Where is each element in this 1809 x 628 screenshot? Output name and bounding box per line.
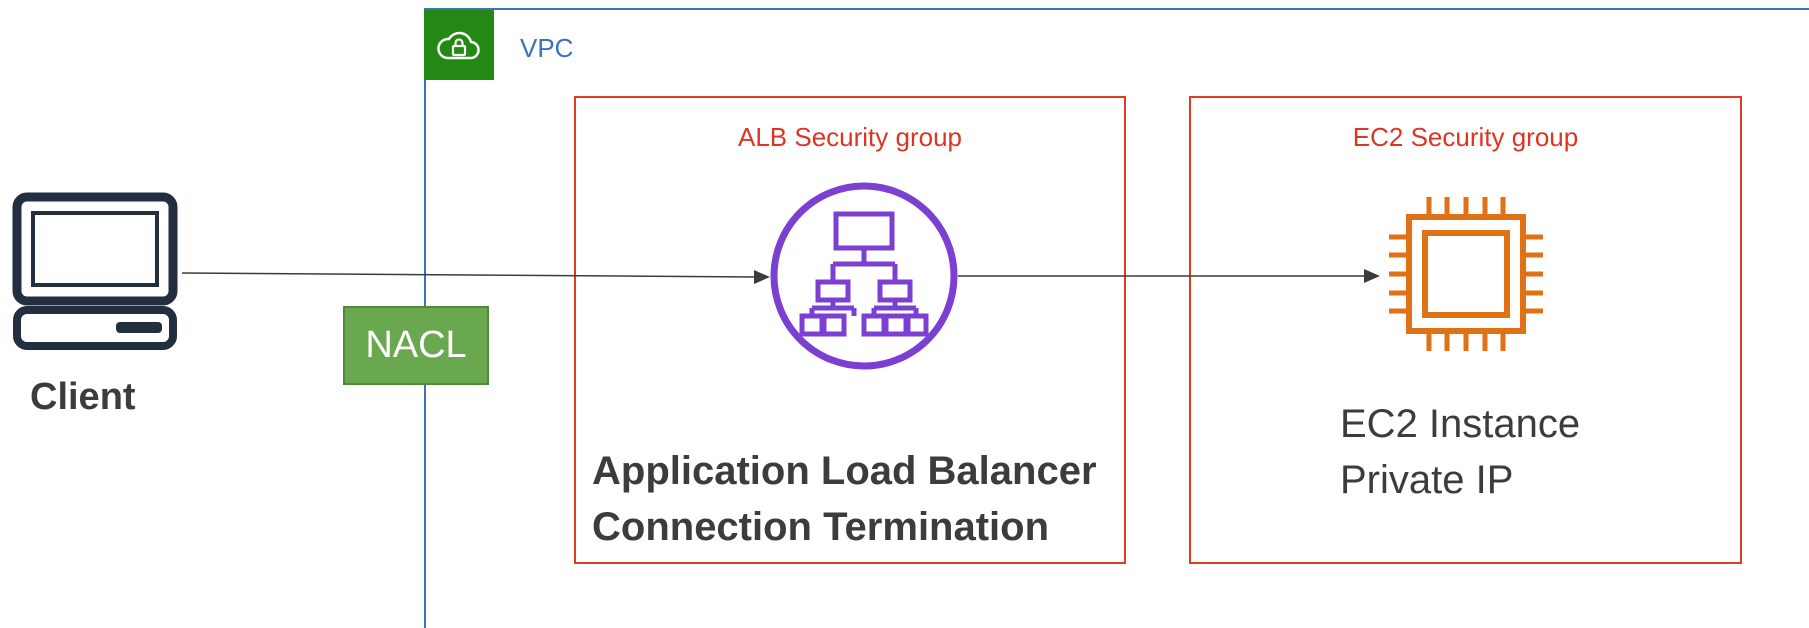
laptop-icon <box>12 192 178 350</box>
alb-security-group <box>574 96 1126 564</box>
client-label: Client <box>30 376 136 418</box>
alb-caption-line2: Connection Termination <box>592 505 1050 549</box>
ec2-caption-line2: Private IP <box>1340 458 1514 502</box>
cloud-lock-icon <box>437 31 480 60</box>
alb-caption-line1: Application Load Balancer <box>592 449 1097 493</box>
ec2-caption: EC2 Instance Private IP <box>1340 396 1720 508</box>
ec2-instance-chip-icon <box>1389 197 1543 351</box>
ec2-caption-line1: EC2 Instance <box>1340 402 1581 446</box>
ec2-node <box>1381 189 1551 364</box>
nacl-box: NACL <box>343 306 489 385</box>
alb-security-group-title: ALB Security group <box>737 122 962 152</box>
client-node <box>12 192 178 357</box>
connector-layer <box>181 269 1380 284</box>
ec2-security-group-title: EC2 Security group <box>1352 122 1579 152</box>
vpc-badge <box>424 10 494 80</box>
application-load-balancer-icon <box>770 182 958 370</box>
alb-node <box>768 180 960 377</box>
arrow-client-to-alb <box>181 270 770 284</box>
nacl-label: NACL <box>365 324 467 366</box>
vpc-label: VPC <box>520 33 574 63</box>
alb-caption: Application Load Balancer Connection Ter… <box>592 443 1122 555</box>
arrow-alb-to-ec2 <box>958 269 1380 283</box>
ec2-security-group <box>1189 96 1742 564</box>
